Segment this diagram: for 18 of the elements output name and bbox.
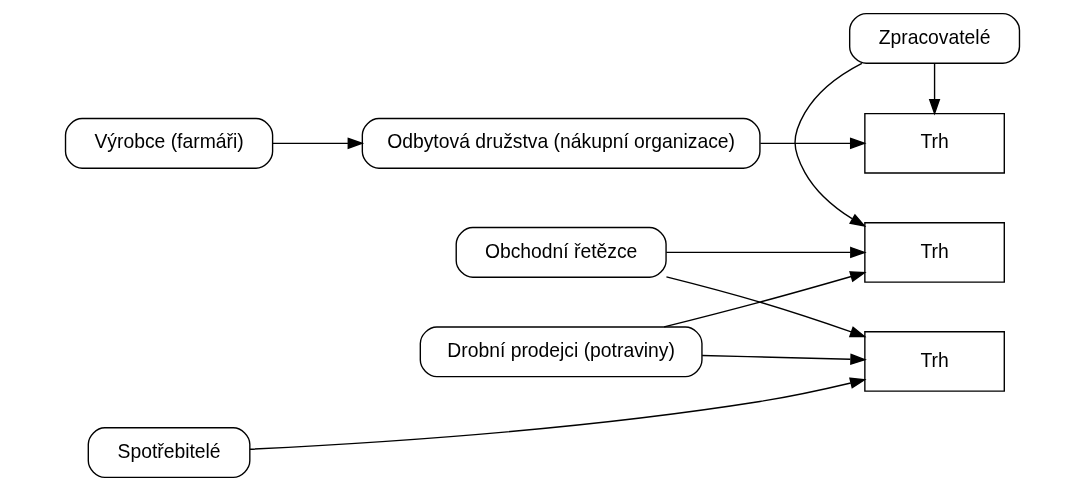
arrow xyxy=(665,246,867,259)
node-box: Trh xyxy=(864,331,1005,392)
arrow xyxy=(665,276,867,338)
arrow xyxy=(928,62,941,116)
node-box: Trh xyxy=(864,222,1005,283)
node-box: Spotřebitelé xyxy=(87,427,251,479)
node-box: Trh xyxy=(864,112,1005,174)
arrow xyxy=(759,137,867,150)
arrow xyxy=(249,377,867,450)
node-box: Drobní prodejci (potraviny) xyxy=(419,326,703,378)
arrow xyxy=(663,271,867,328)
arrow xyxy=(272,137,365,150)
node-box: Odbytová družstva (nákupní organizace) xyxy=(361,117,761,169)
node-box: Obchodní řetězce xyxy=(455,226,667,278)
arrow xyxy=(701,353,867,366)
arrow xyxy=(794,62,867,227)
node-box: Zpracovatelé xyxy=(848,12,1021,64)
node-box: Výrobce (farmáři) xyxy=(64,117,274,169)
